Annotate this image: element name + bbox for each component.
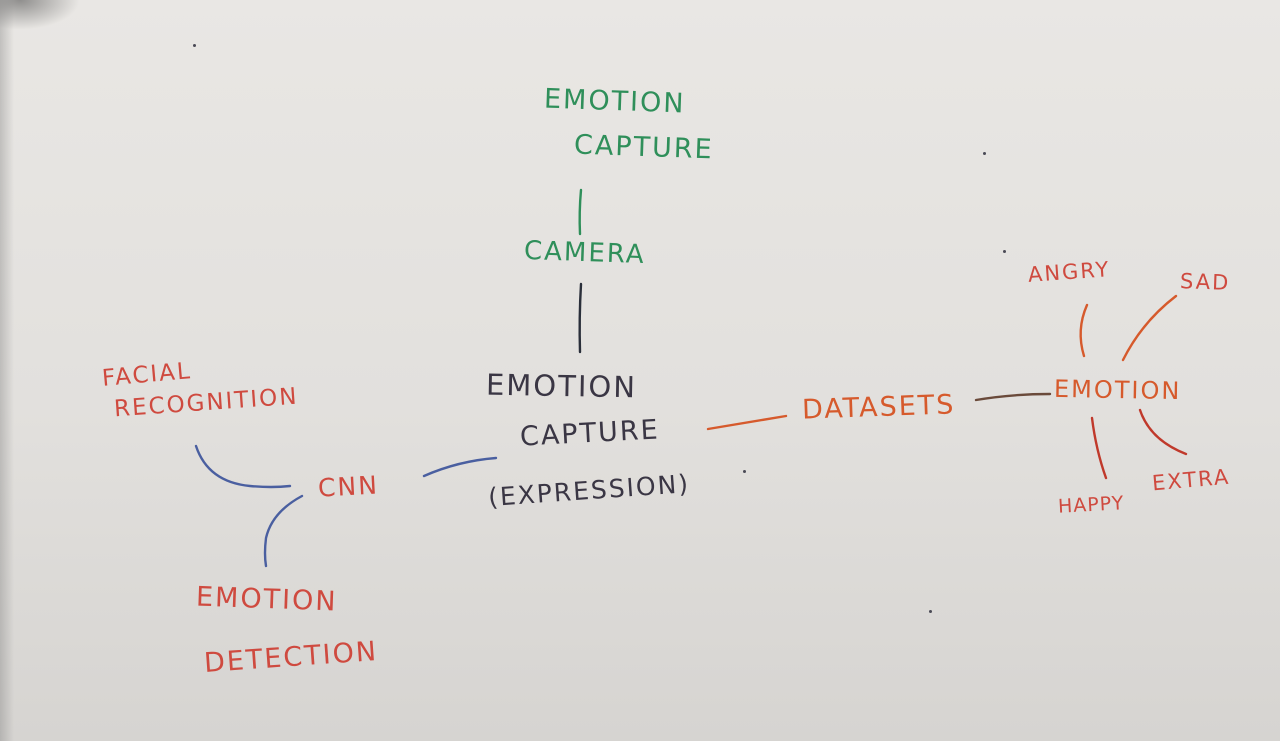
node-happy: Happy: [1057, 492, 1125, 518]
node-datasets: Datasets: [801, 389, 956, 426]
ink-dot: [193, 44, 196, 47]
node-sad: Sad: [1179, 269, 1231, 295]
node-emotion-capture-top-line1: Emotion: [543, 83, 687, 120]
link-cnn-to-emotion-capture: [422, 456, 498, 478]
node-emotion-capture-main-line1: Emotion: [485, 367, 638, 405]
ink-dot: [983, 152, 986, 155]
ink-dot: [1003, 250, 1006, 253]
node-emotion-capture-main-line2: Capture: [519, 414, 661, 453]
link-emotion-capture-to-camera: [578, 188, 583, 236]
node-emotion-right: Emotion: [1053, 374, 1182, 406]
node-angry: Angry: [1027, 257, 1112, 287]
link-datasets-to-emotion: [974, 392, 1052, 402]
link-cnn-to-emotion-detection: [263, 494, 304, 568]
ink-dot: [743, 470, 746, 473]
link-emotion-to-angry: [1079, 303, 1089, 358]
node-cnn: CNN: [317, 470, 380, 503]
link-facial-recognition-to-cnn: [194, 444, 292, 489]
node-emotion-detection-line1: Emotion: [195, 581, 339, 618]
link-emotion-to-sad: [1121, 294, 1178, 362]
node-camera: Camera: [523, 235, 647, 271]
node-emotion-capture-top-line2: Capture: [573, 129, 715, 166]
link-emotion-to-happy: [1090, 416, 1108, 480]
paper-edge: [0, 0, 14, 741]
ink-dot: [929, 610, 932, 613]
link-camera-to-emotion-capture: [578, 282, 583, 354]
link-emotion-capture-to-datasets: [706, 414, 788, 431]
link-emotion-to-extra: [1138, 408, 1188, 456]
